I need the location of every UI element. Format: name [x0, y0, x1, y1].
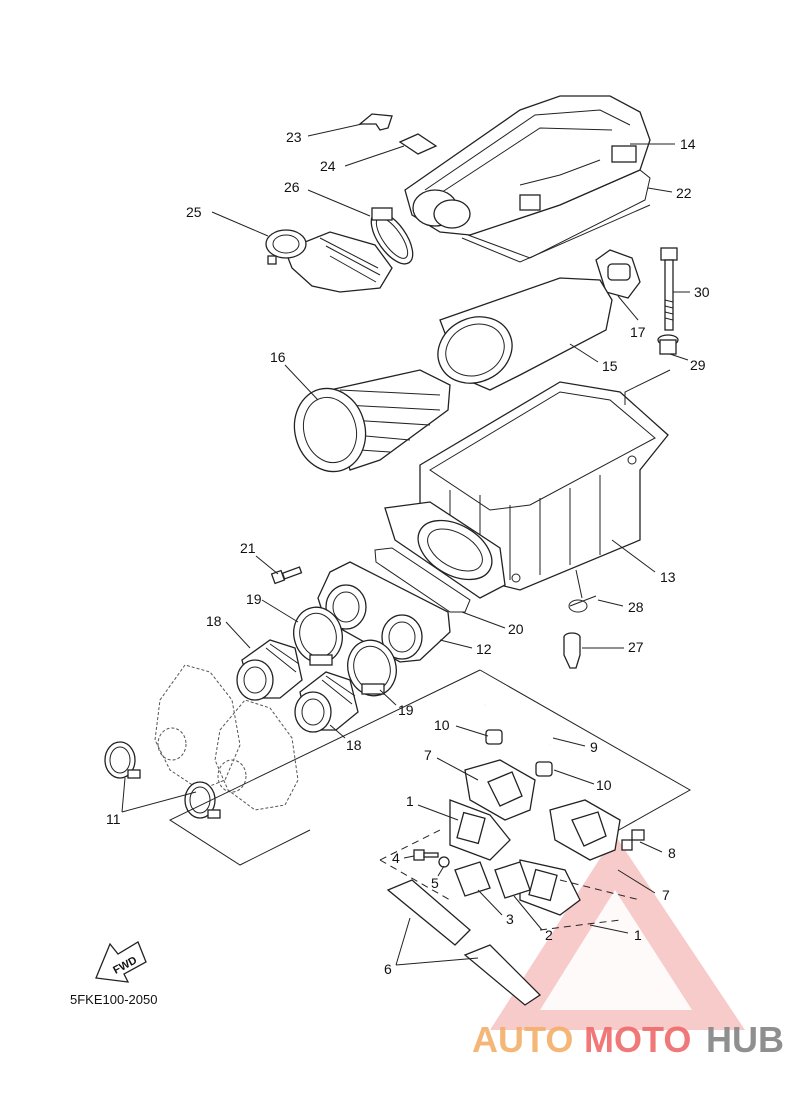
- callout-13: 13: [660, 569, 676, 585]
- callout-25: 25: [186, 204, 202, 220]
- part-28-clip: [568, 569, 597, 613]
- part-15-air-filter: [437, 277, 613, 391]
- part-16-filter-guide: [293, 369, 451, 473]
- part-1-reed-valve-upper: [449, 799, 511, 861]
- fwd-arrow: [95, 941, 147, 983]
- part-9-breather-hose: [482, 690, 555, 746]
- watermark-triangle: [490, 835, 745, 1030]
- callout-21: 21: [240, 540, 256, 556]
- watermark-moto: MOTO: [584, 1019, 691, 1060]
- callout-24: 24: [320, 158, 336, 174]
- part-18-boot-lower: [294, 671, 359, 733]
- callout-29: 29: [690, 357, 706, 373]
- part-7-joint-upper: [464, 759, 536, 821]
- part-23-clip: [358, 113, 393, 131]
- callout-16: 16: [270, 349, 286, 365]
- callout-27: 27: [628, 639, 644, 655]
- part-2-stopper: [494, 861, 531, 899]
- callout-28: 28: [628, 599, 644, 615]
- part-6-gaskets: [386, 879, 542, 1006]
- callout-2: 2: [545, 927, 553, 943]
- callout-labels: 23 24 14 22 26 25 30 17 29 15 16 13 21 2…: [106, 129, 710, 977]
- callout-26: 26: [284, 179, 300, 195]
- part-4-screw: [413, 849, 439, 861]
- part-7-joint-lower: [549, 799, 621, 861]
- callout-14: 14: [680, 136, 696, 152]
- part-13-air-box: [384, 381, 669, 599]
- callout-19a: 19: [246, 591, 262, 607]
- part-24-pad: [398, 133, 438, 155]
- part-30-bolt: [660, 247, 678, 331]
- callout-23: 23: [286, 129, 302, 145]
- watermark-auto: AUTO: [472, 1019, 573, 1060]
- callout-17: 17: [630, 324, 646, 340]
- callout-10a: 10: [434, 717, 450, 733]
- part-21-bolt: [270, 566, 303, 585]
- callout-9: 9: [590, 739, 598, 755]
- part-3-reed: [454, 861, 491, 897]
- part-19-clamp-lower: [347, 639, 397, 697]
- leader-lines: [121, 123, 690, 966]
- callout-19b: 19: [398, 702, 414, 718]
- part-25-intake-duct: [265, 229, 393, 293]
- part-14-airbox-cover: [404, 95, 651, 236]
- callout-15: 15: [602, 358, 618, 374]
- watermark-logo: AUTO MOTO HUB: [472, 1019, 784, 1060]
- watermark-hub: HUB: [706, 1019, 784, 1060]
- callout-6: 6: [384, 961, 392, 977]
- callout-7a: 7: [424, 747, 432, 763]
- part-18-boot-upper: [236, 639, 303, 701]
- part-29-collar: [657, 334, 679, 355]
- lower-dashed-guides: [379, 829, 641, 931]
- callout-18a: 18: [206, 613, 222, 629]
- carburetor-outline: [154, 664, 299, 811]
- callout-11: 11: [106, 811, 121, 827]
- part-1-reed-valve-lower: [519, 859, 581, 916]
- part-10-clips: [485, 729, 553, 777]
- callout-7b: 7: [662, 887, 670, 903]
- callout-18b: 18: [346, 737, 362, 753]
- callout-1a: 1: [406, 793, 414, 809]
- diagram-code: 5FKE100-2050: [70, 992, 157, 1007]
- callout-5: 5: [431, 875, 439, 891]
- part-19-clamp-upper: [293, 606, 343, 666]
- callout-1b: 1: [634, 927, 642, 943]
- callout-8: 8: [668, 845, 676, 861]
- part-20-gasket: [374, 547, 471, 613]
- part-26-clamp: [370, 207, 414, 265]
- callout-30: 30: [694, 284, 710, 300]
- part-5-washer: [438, 856, 450, 868]
- callout-10b: 10: [596, 777, 612, 793]
- reed-valve-group-outline: [168, 669, 692, 866]
- callout-20: 20: [508, 621, 524, 637]
- part-8-bolt: [621, 829, 645, 851]
- callout-12: 12: [476, 641, 492, 657]
- callout-4: 4: [392, 850, 400, 866]
- part-22-seal: [461, 169, 651, 263]
- callout-22: 22: [676, 185, 692, 201]
- part-27-drain: [563, 632, 581, 669]
- callout-3: 3: [506, 911, 514, 927]
